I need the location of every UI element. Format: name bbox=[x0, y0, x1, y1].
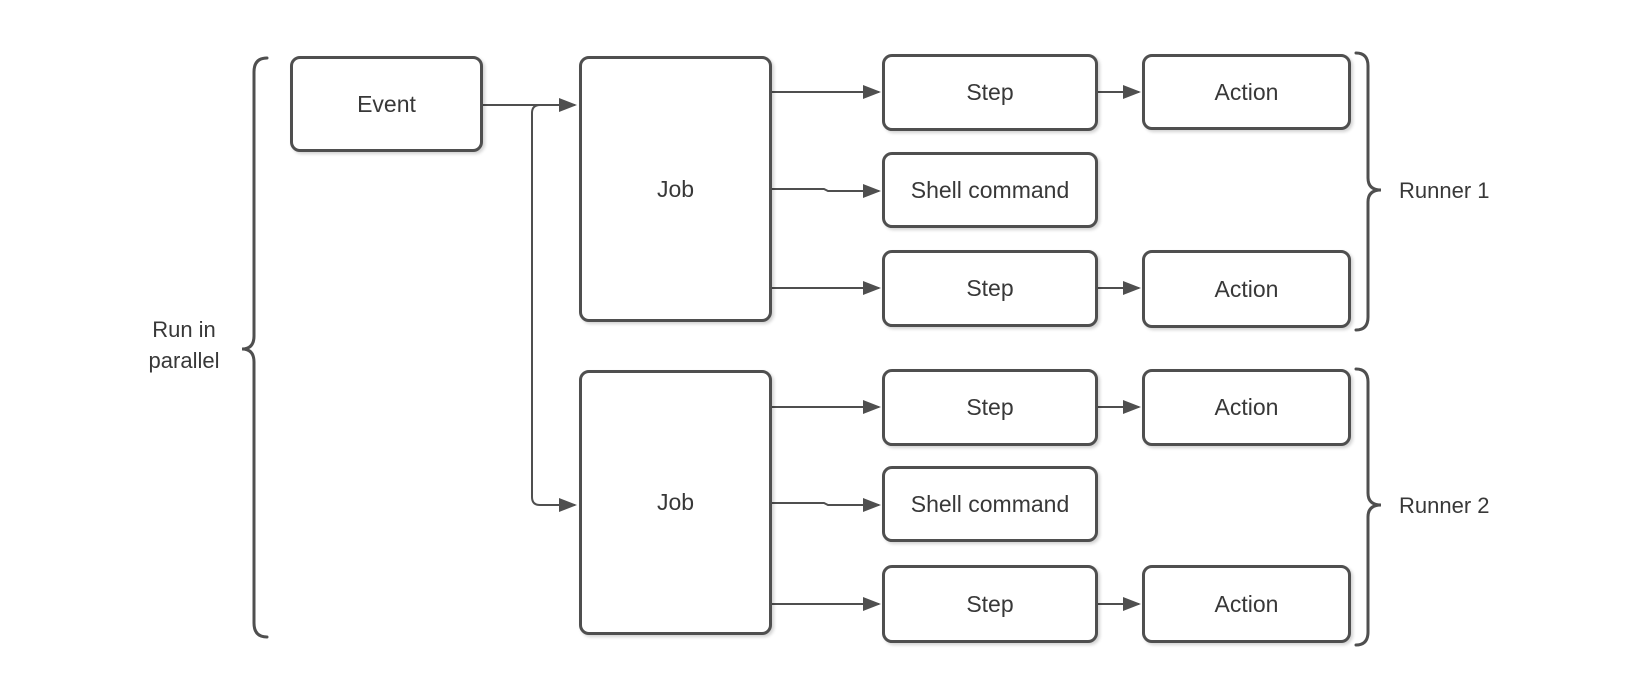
step-2-label: Step bbox=[966, 275, 1014, 301]
action-node-4: Action bbox=[1142, 565, 1351, 643]
shell-command-node-2: Shell command bbox=[882, 466, 1098, 542]
step-1-label: Step bbox=[966, 79, 1014, 105]
shell-command-2-label: Shell command bbox=[910, 490, 1070, 517]
step-node-4: Step bbox=[882, 565, 1098, 643]
action-2-label: Action bbox=[1214, 275, 1279, 302]
arrow-job2-to-shell2 bbox=[772, 498, 881, 512]
step-3-label: Step bbox=[966, 394, 1014, 420]
step-node-3: Step bbox=[882, 369, 1098, 446]
job-node-2: Job bbox=[579, 370, 772, 635]
action-1-label: Action bbox=[1214, 78, 1279, 105]
runner-1-label: Runner 1 bbox=[1399, 178, 1490, 203]
action-node-3: Action bbox=[1142, 369, 1351, 446]
left-brace bbox=[241, 56, 269, 639]
arrow-event-to-job2 bbox=[531, 104, 577, 512]
run-in-parallel-line2: parallel bbox=[148, 348, 220, 373]
run-in-parallel-line1: Run in bbox=[152, 317, 216, 342]
event-label: Event bbox=[357, 90, 416, 117]
event-node: Event bbox=[290, 56, 483, 152]
action-4-label: Action bbox=[1214, 590, 1279, 617]
action-3-label: Action bbox=[1214, 394, 1279, 420]
run-in-parallel-label: Run in parallel bbox=[109, 314, 259, 376]
shell-command-node-1: Shell command bbox=[882, 152, 1098, 228]
arrow-job1-to-shell1 bbox=[772, 184, 881, 198]
step-node-2: Step bbox=[882, 250, 1098, 327]
step-4-label: Step bbox=[966, 590, 1014, 617]
shell-command-1-label: Shell command bbox=[910, 176, 1070, 203]
job-1-label: Job bbox=[656, 175, 695, 202]
job-2-label: Job bbox=[656, 489, 695, 515]
job-node-1: Job bbox=[579, 56, 772, 322]
runner-2-label: Runner 2 bbox=[1399, 493, 1490, 518]
runner1-brace bbox=[1354, 51, 1382, 332]
action-node-1: Action bbox=[1142, 54, 1351, 130]
action-node-2: Action bbox=[1142, 250, 1351, 328]
runner2-brace bbox=[1354, 367, 1382, 647]
step-node-1: Step bbox=[882, 54, 1098, 131]
